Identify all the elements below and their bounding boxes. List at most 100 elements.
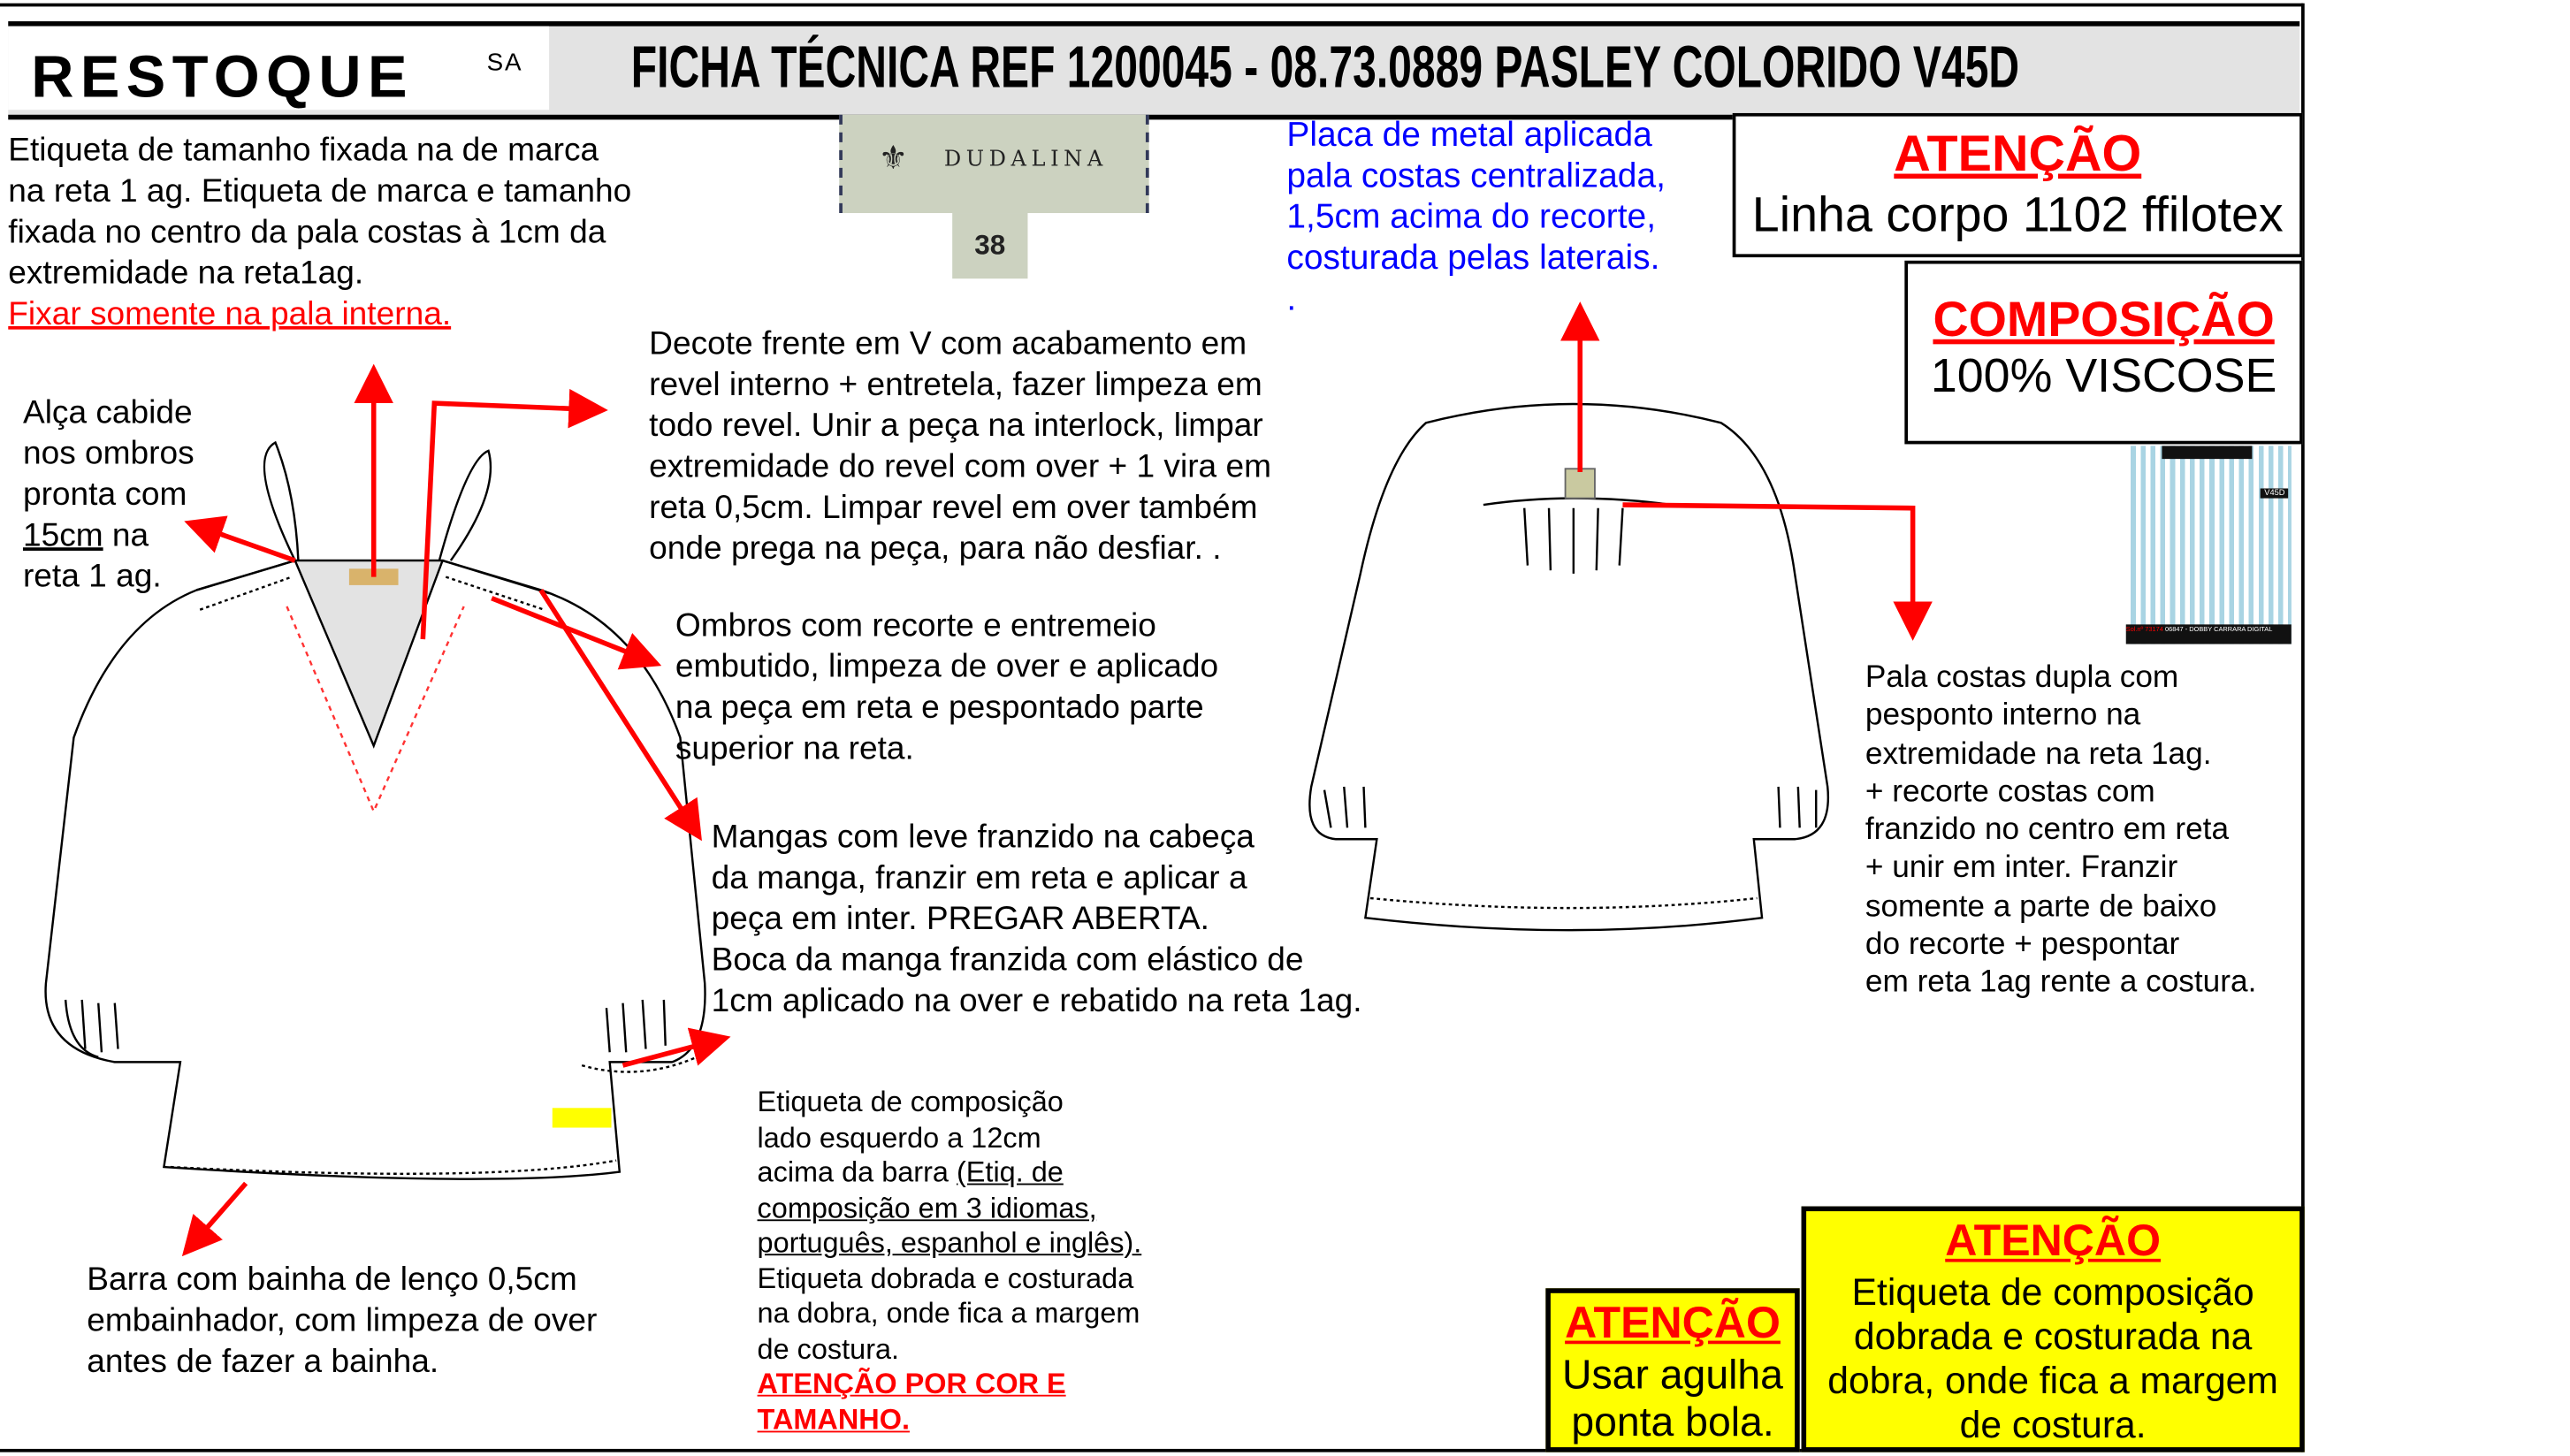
front-blouse-drawing <box>44 440 706 1180</box>
note-line: Placa de metal aplicada <box>1286 116 1652 155</box>
note-line: na peça em reta e pespontado parte <box>675 690 1204 727</box>
brand-label-image: ⚜ DUDALINA <box>839 114 1149 214</box>
note-line: acima da barra <box>757 1155 957 1189</box>
note-line: onde prega na peça, para não desfiar. . <box>649 530 1222 568</box>
page-title: FICHA TÉCNICA REF 1200045 - 08.73.0889 P… <box>630 33 2020 101</box>
brand-label-text: DUDALINA <box>943 147 1108 172</box>
note-line: na <box>103 517 149 554</box>
note-line: Boca da manga franzida com elástico de <box>711 942 1304 979</box>
composition-box: COMPOSIÇÃO 100% VISCOSE <box>1904 260 2303 445</box>
swatch-header <box>2162 446 2253 460</box>
note-line: somente a parte de baixo <box>1865 889 2217 925</box>
note-line: + recorte costas com <box>1865 774 2155 810</box>
note-line: superior na reta. <box>675 730 914 767</box>
note-line: na dobra, onde fica a margem <box>757 1296 1140 1330</box>
note-line: revel interno + entretela, fazer limpeza… <box>649 367 1262 404</box>
attention-text: ponta bola. <box>1571 1399 1774 1446</box>
note-warning: Fixar somente na pala interna. <box>8 296 452 333</box>
attention-title: ATENÇÃO <box>1945 1216 2162 1266</box>
attention-box-agulha: ATENÇÃO Usar agulha ponta bola. <box>1545 1288 1800 1452</box>
note-line: . <box>1286 280 1297 318</box>
back-blouse-drawing <box>1308 402 1830 932</box>
note-line: Etiqueta de tamanho fixada na de marca <box>8 133 599 169</box>
note-etiqueta-tamanho: Etiqueta de tamanho fixada na de marca na… <box>8 131 631 336</box>
attention-box-etiqueta: ATENÇÃO Etiqueta de composição dobrada e… <box>1801 1206 2305 1452</box>
note-line: Ombros com recorte e entremeio <box>675 607 1156 644</box>
logo-text: RESTOQUE <box>31 42 414 111</box>
attention-box-linha: ATENÇÃO Linha corpo 1102 ffilotex <box>1732 112 2303 258</box>
note-line: extremidade do revel com over + 1 vira e… <box>649 448 1271 485</box>
swatch-code: V45D <box>2261 488 2289 499</box>
note-line: (Etiq. de <box>956 1155 1064 1189</box>
note-line: costurada pelas laterais. <box>1286 239 1660 278</box>
note-line: Decote frente em V com acabamento em <box>649 325 1247 362</box>
attention-text: Linha corpo 1102 ffilotex <box>1751 188 2284 243</box>
note-line: embutido, limpeza de over e aplicado <box>675 649 1219 685</box>
attention-text: dobra, onde fica a margem <box>1827 1358 2278 1402</box>
note-line: do recorte + pespontar <box>1865 927 2180 963</box>
note-line: de costura. <box>757 1331 900 1365</box>
note-line: Etiqueta de composição <box>757 1085 1064 1118</box>
note-line: Pala costas dupla com <box>1865 660 2179 696</box>
note-warning: TAMANHO. <box>757 1402 910 1436</box>
composition-text: 100% VISCOSE <box>1930 350 2277 404</box>
note-line: composição em 3 idiomas, <box>757 1190 1097 1224</box>
swatch-name: 06847 - DOBBY CARRARA DIGITAL <box>2165 624 2273 633</box>
note-line: da manga, franzir em reta e aplicar a <box>711 860 1247 897</box>
composition-title: COMPOSIÇÃO <box>1933 293 2275 348</box>
attention-text: dobrada e costurada na <box>1853 1314 2253 1358</box>
note-line: reta 0,5cm. Limpar revel em over também <box>649 490 1258 527</box>
note-line: franzido no centro em reta <box>1865 812 2230 848</box>
note-line: lado esquerdo a 12cm <box>757 1120 1041 1154</box>
fleur-de-lis-icon: ⚜ <box>878 137 909 178</box>
note-line: peça em inter. PREGAR ABERTA. <box>711 901 1209 938</box>
note-line: extremidade na reta 1ag. <box>1865 736 2212 772</box>
size-label: 38 <box>952 213 1028 279</box>
logo-suffix: SA <box>486 49 523 78</box>
composition-label-marker <box>552 1108 612 1128</box>
note-line: nos ombros <box>22 436 194 472</box>
note-line: fixada no centro da pala costas à 1cm da <box>8 214 606 251</box>
attention-title: ATENÇÃO <box>1565 1298 1781 1347</box>
note-line: 1cm aplicado na over e rebatido na reta … <box>711 983 1362 1020</box>
note-line: Barra com bainha de lenço 0,5cm <box>87 1262 577 1299</box>
frame-line <box>2301 3 2305 1452</box>
swatch-footer: Sol.nº 73174 06847 - DOBBY CARRARA DIGIT… <box>2125 624 2292 644</box>
note-line: pala costas centralizada, <box>1286 156 1666 195</box>
note-line: pesponto interno na <box>1865 698 2141 734</box>
note-line: na reta 1 ag. Etiqueta de marca e tamanh… <box>8 173 632 210</box>
note-line: reta 1 ag. <box>22 559 162 596</box>
note-line: embainhador, com limpeza de over <box>87 1302 598 1339</box>
restoque-logo: RESTOQUE SA <box>8 26 550 111</box>
attention-text: de costura. <box>1959 1403 2147 1446</box>
note-line: em reta 1ag rente a costura. <box>1865 965 2257 1001</box>
note-line: Alça cabide <box>22 394 193 431</box>
note-line: 1,5cm acima do recorte, <box>1286 198 1657 236</box>
note-line: pronta com <box>22 476 187 514</box>
brand-label-marker <box>348 568 399 585</box>
swatch-sol: Sol.nº 73174 <box>2125 624 2163 633</box>
note-line: todo revel. Unir a peça na interlock, li… <box>649 408 1263 445</box>
note-line: Mangas com leve franzido na cabeça <box>711 819 1254 856</box>
note-line: Etiqueta dobrada e costurada <box>757 1261 1134 1294</box>
note-measure: 15cm <box>22 517 103 554</box>
note-decote: Decote frente em V com acabamento em reve… <box>649 324 1271 570</box>
fabric-swatch-image: V45D Sol.nº 73174 06847 - DOBBY CARRARA … <box>2125 446 2292 644</box>
metal-plate-marker <box>1564 468 1596 499</box>
note-line: português, espanhol e inglês). <box>757 1225 1142 1259</box>
attention-text: Usar agulha <box>1562 1352 1783 1399</box>
note-line: + unir em inter. Franzir <box>1865 851 2178 887</box>
frame-line <box>0 1448 2303 1452</box>
annotation-arrows <box>181 301 1933 1257</box>
note-mangas: Mangas com leve franzido na cabeça da man… <box>712 818 1362 1023</box>
frame-line <box>0 3 2303 7</box>
note-line: extremidade na reta1ag. <box>8 255 364 293</box>
note-ombros: Ombros com recorte e entremeio embutido, … <box>675 606 1218 770</box>
